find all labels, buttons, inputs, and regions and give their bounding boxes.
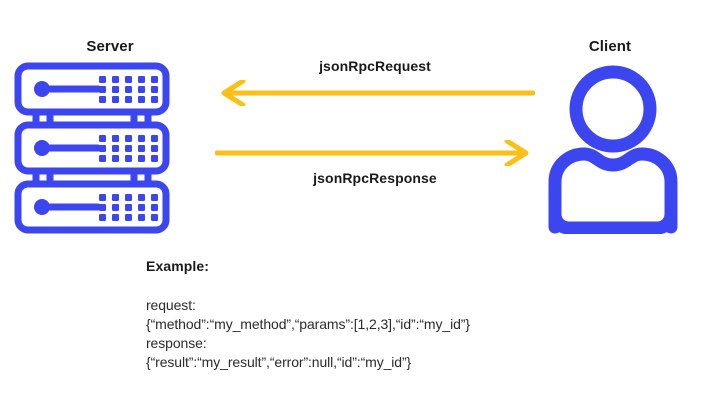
arrow-response-label: jsonRpcResponse — [313, 170, 437, 186]
arrow-request-label: jsonRpcRequest — [319, 58, 431, 74]
user-person-icon — [543, 64, 683, 234]
server-label: Server — [86, 38, 134, 55]
arrow-request-group: jsonRpcRequest — [215, 58, 535, 106]
example-line-response-json: {“result”:“my_result”,“error”:null,“id”:… — [146, 354, 412, 370]
example-heading: Example: — [146, 258, 210, 274]
example-line-request-json: {“method”:“my_method”,“params”:[1,2,3],“… — [146, 316, 470, 332]
example-line-response-label: response: — [146, 335, 207, 351]
client-label: Client — [588, 38, 632, 55]
arrow-response-icon — [215, 140, 529, 166]
arrow-request-icon — [221, 80, 535, 106]
server-rack-icon — [14, 62, 170, 234]
example-block: Example: request: {“method”:“my_method”,… — [146, 258, 566, 372]
example-line-request-label: request: — [146, 297, 196, 313]
arrow-response-group: jsonRpcResponse — [215, 140, 535, 196]
